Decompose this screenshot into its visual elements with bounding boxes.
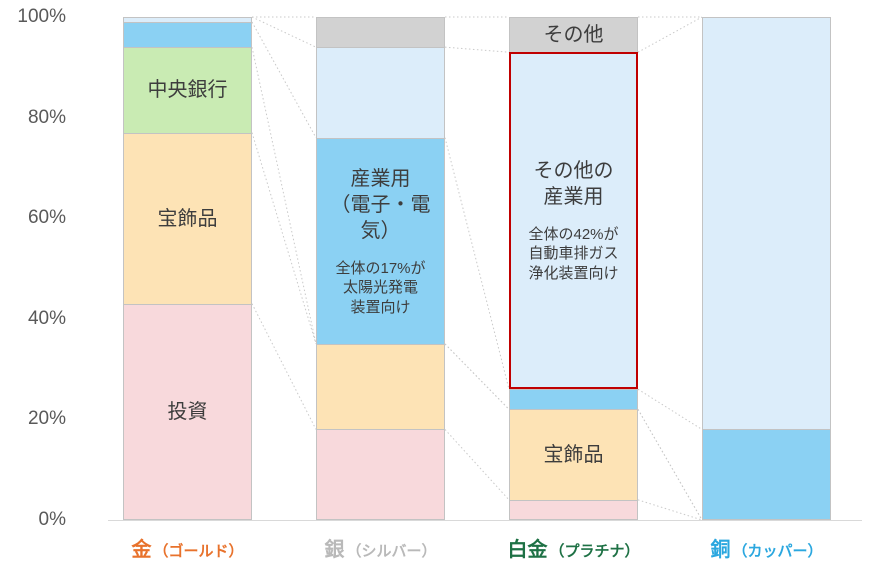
segment-annotation-silver-industrial_electronics: 全体の17%が 太陽光発電 装置向け <box>335 259 426 316</box>
y-tick-80: 80% <box>27 106 66 128</box>
segment-label-platinum-jewelry: 宝飾品 <box>543 444 604 467</box>
segment-label-silver-industrial_electronics: 産業用 （電子・電気） <box>330 167 431 242</box>
segment-silver-other_industrial <box>316 47 445 138</box>
x-label-gold-reading: （ゴールド） <box>153 543 244 560</box>
segment-annotation-platinum-other_industrial: 全体の42%が 自動車排ガス 浄化装置向け <box>528 225 619 282</box>
x-label-copper-name: 銅 <box>710 539 731 561</box>
connector-gold-silver-jewelry <box>251 132 317 345</box>
x-label-silver: 銀（シルバー） <box>291 533 470 562</box>
segment-label-platinum-other: その他 <box>543 24 604 47</box>
x-label-platinum: 白金（プラチナ） <box>484 533 663 562</box>
segment-gold-central_bank: 中央銀行 <box>123 47 252 133</box>
segment-copper-other_industrial <box>702 17 831 430</box>
connector-platinum-copper-central_bank <box>637 409 703 521</box>
x-axis-line <box>108 520 862 521</box>
segment-platinum-other: その他 <box>509 17 638 53</box>
x-label-gold-name: 金 <box>131 539 152 561</box>
connector-gold-silver-industrial_electronics <box>251 21 317 138</box>
x-label-copper-reading: （カッパー） <box>732 543 823 560</box>
segment-label-gold-jewelry: 宝飾品 <box>157 207 218 230</box>
x-label-copper: 銅（カッパー） <box>677 533 856 562</box>
x-label-platinum-name: 白金 <box>507 539 548 561</box>
y-tick-60: 60% <box>27 207 66 229</box>
connector-silver-platinum-central_bank <box>444 343 510 410</box>
segment-copper-industrial_electronics <box>702 429 831 520</box>
x-label-silver-name: 銀 <box>324 539 345 561</box>
segment-gold-jewelry: 宝飾品 <box>123 132 252 304</box>
x-label-gold: 金（ゴールド） <box>98 533 277 562</box>
segment-gold-investment: 投資 <box>123 303 252 520</box>
connector-platinum-copper-other_industrial <box>637 16 703 53</box>
connector-platinum-copper-industrial_electronics <box>637 388 703 430</box>
y-tick-20: 20% <box>27 408 66 430</box>
y-tick-0: 0% <box>38 509 66 530</box>
x-label-silver-reading: （シルバー） <box>346 543 437 560</box>
segment-label-gold-central_bank: 中央銀行 <box>147 79 228 102</box>
segment-platinum-industrial_electronics <box>509 389 638 410</box>
segment-silver-jewelry <box>316 343 445 430</box>
connector-silver-platinum-other_industrial <box>444 46 510 53</box>
segment-platinum-jewelry: 宝飾品 <box>509 409 638 500</box>
x-label-platinum-reading: （プラチナ） <box>549 543 640 560</box>
connector-gold-silver-investment <box>251 303 317 430</box>
segment-label-gold-investment: 投資 <box>167 400 208 423</box>
segment-platinum-other_industrial: その他の 産業用全体の42%が 自動車排ガス 浄化装置向け <box>509 52 638 390</box>
segment-silver-investment <box>316 429 445 520</box>
connector-gold-silver-other_industrial <box>251 16 317 48</box>
y-tick-40: 40% <box>27 307 66 329</box>
connector-gold-silver-central_bank <box>251 47 317 345</box>
segment-gold-industrial_electronics <box>123 22 252 48</box>
segment-silver-industrial_electronics: 産業用 （電子・電気） 全体の17%が 太陽光発電 装置向け <box>316 137 445 344</box>
segment-label-platinum-other_industrial: その他の 産業用 <box>533 159 614 208</box>
connector-silver-platinum-investment <box>444 429 510 501</box>
y-tick-100: 100% <box>17 6 66 27</box>
connector-silver-platinum-industrial_electronics <box>444 137 510 390</box>
segment-gold-other_industrial <box>123 17 252 23</box>
segment-silver-other <box>316 17 445 48</box>
segment-platinum-investment <box>509 499 638 520</box>
